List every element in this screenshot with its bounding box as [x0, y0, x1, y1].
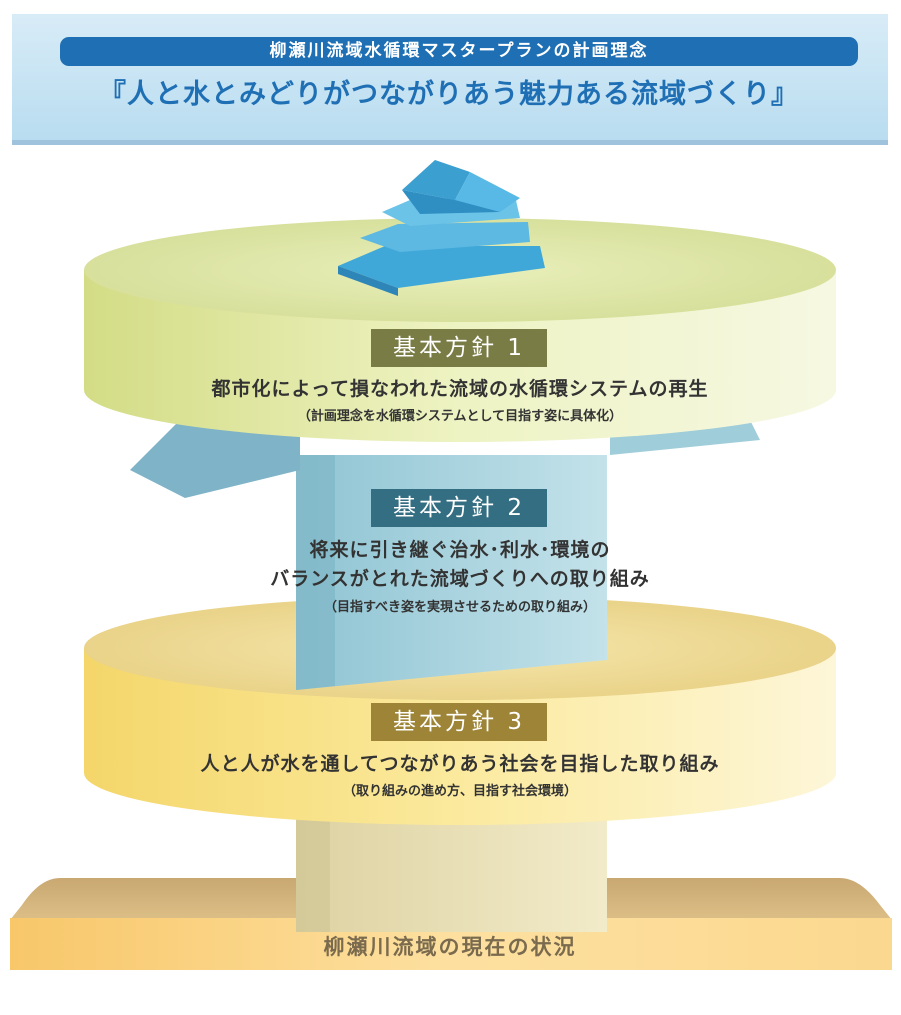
base-label: 柳瀬川流域の現在の状況: [323, 935, 577, 959]
pyramid-step-low-left: [338, 266, 398, 296]
policy3-tag: 基本方針 3: [371, 703, 547, 741]
column-lower: [296, 800, 607, 932]
policy2-text-line1: 将来に引き継ぐ治水･利水･環境の: [309, 539, 611, 561]
column-middle-shade: [296, 455, 335, 690]
header-band-shadow: [12, 140, 888, 145]
pyramid-step-low-front: [338, 246, 545, 288]
header-subtitle-bg: [60, 37, 858, 66]
pyramid-top-left: [402, 160, 470, 200]
column-lower-shade: [296, 800, 330, 932]
policy2-text-line2: バランスがとれた流域づくりへの取り組み: [270, 568, 650, 590]
pyramid-top-right: [455, 172, 520, 212]
header-title: 『人と水とみどりがつながりあう魅力ある流域づくり』: [99, 79, 799, 110]
policy1-note: （計画理念を水循環システムとして目指す姿に具体化）: [297, 409, 623, 424]
policy1-text: 都市化によって損なわれた流域の水循環システムの再生: [211, 378, 709, 400]
header-subtitle: 柳瀬川流域水循環マスタープランの計画理念: [269, 41, 649, 61]
policy1-tag: 基本方針 1: [371, 329, 547, 367]
arrow-wing-left: [130, 415, 300, 498]
pyramid-step-mid-front: [360, 222, 530, 252]
pyramid-top-front: [402, 190, 500, 214]
policy3-text: 人と人が水を通してつながりあう社会を目指した取り組み: [200, 753, 720, 775]
policy2-note: （目指すべき姿を実現させるための取り組み）: [323, 600, 597, 615]
policy3-note: （取り組みの進め方、目指す社会環境）: [342, 784, 577, 799]
policy2-tag: 基本方針 2: [371, 489, 547, 527]
